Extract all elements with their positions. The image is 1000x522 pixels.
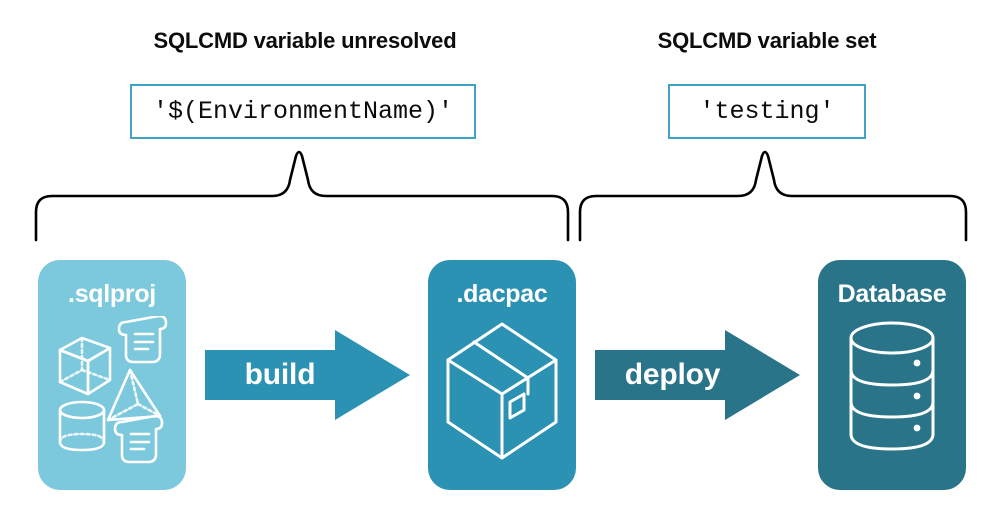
script-scroll-icon (113, 414, 164, 464)
left-brace-icon (34, 150, 570, 242)
heading-sqlcmd-variable-set: SQLCMD variable set (657, 28, 877, 53)
arrow-build (205, 330, 410, 420)
card-dacpac: .dacpac (428, 260, 576, 490)
heading-sqlcmd-variable-unresolved: SQLCMD variable unresolved (153, 28, 457, 53)
card-database-label: Database (837, 280, 947, 308)
arrow-deploy (595, 330, 800, 420)
cube-icon (58, 336, 112, 396)
database-cylinder-icon (818, 316, 966, 466)
pyramid-icon (106, 368, 162, 422)
right-brace-icon (578, 150, 968, 242)
project-shapes-icon (38, 316, 186, 466)
arrow-deploy-label: deploy (624, 358, 721, 391)
arrow-build-label: build (244, 358, 316, 391)
card-sqlproj: .sqlproj (38, 260, 186, 490)
value-box-environment-name: '$(EnvironmentName)' (130, 84, 476, 139)
package-box-icon (428, 316, 576, 466)
card-dacpac-label: .dacpac (456, 280, 548, 308)
card-database: Database (818, 260, 966, 490)
value-box-testing: 'testing' (668, 84, 866, 139)
card-sqlproj-label: .sqlproj (68, 280, 156, 308)
cylinder-icon (58, 400, 106, 452)
script-scroll-icon (117, 316, 168, 364)
